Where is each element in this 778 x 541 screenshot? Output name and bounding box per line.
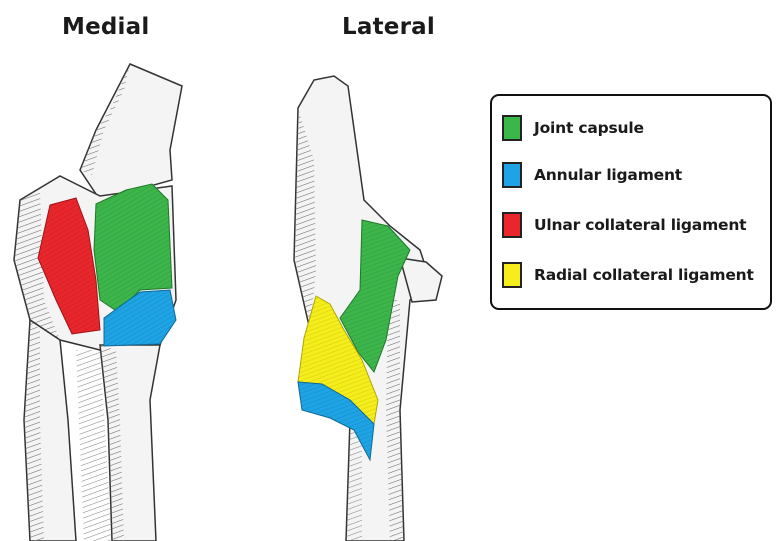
legend-item-joint-capsule: Joint capsule	[502, 113, 644, 143]
legend-item-annular-ligament: Annular ligament	[502, 160, 682, 190]
legend-label-annular-ligament: Annular ligament	[534, 166, 682, 184]
legend-item-radial-collateral-ligament: Radial collateral ligament	[502, 260, 754, 290]
legend-item-ulnar-collateral-ligament: Ulnar collateral ligament	[502, 210, 746, 240]
lateral-elbow-illustration	[270, 0, 460, 541]
legend-label-ulnar-collateral-ligament: Ulnar collateral ligament	[534, 216, 746, 234]
legend-swatch-joint-capsule	[502, 115, 522, 141]
legend-label-radial-collateral-ligament: Radial collateral ligament	[534, 266, 754, 284]
legend-swatch-ulnar-collateral-ligament	[502, 212, 522, 238]
legend: Joint capsule Annular ligament Ulnar col…	[490, 94, 772, 310]
legend-swatch-annular-ligament	[502, 162, 522, 188]
legend-label-joint-capsule: Joint capsule	[534, 119, 644, 137]
medial-elbow-illustration	[0, 0, 260, 541]
legend-swatch-radial-collateral-ligament	[502, 262, 522, 288]
